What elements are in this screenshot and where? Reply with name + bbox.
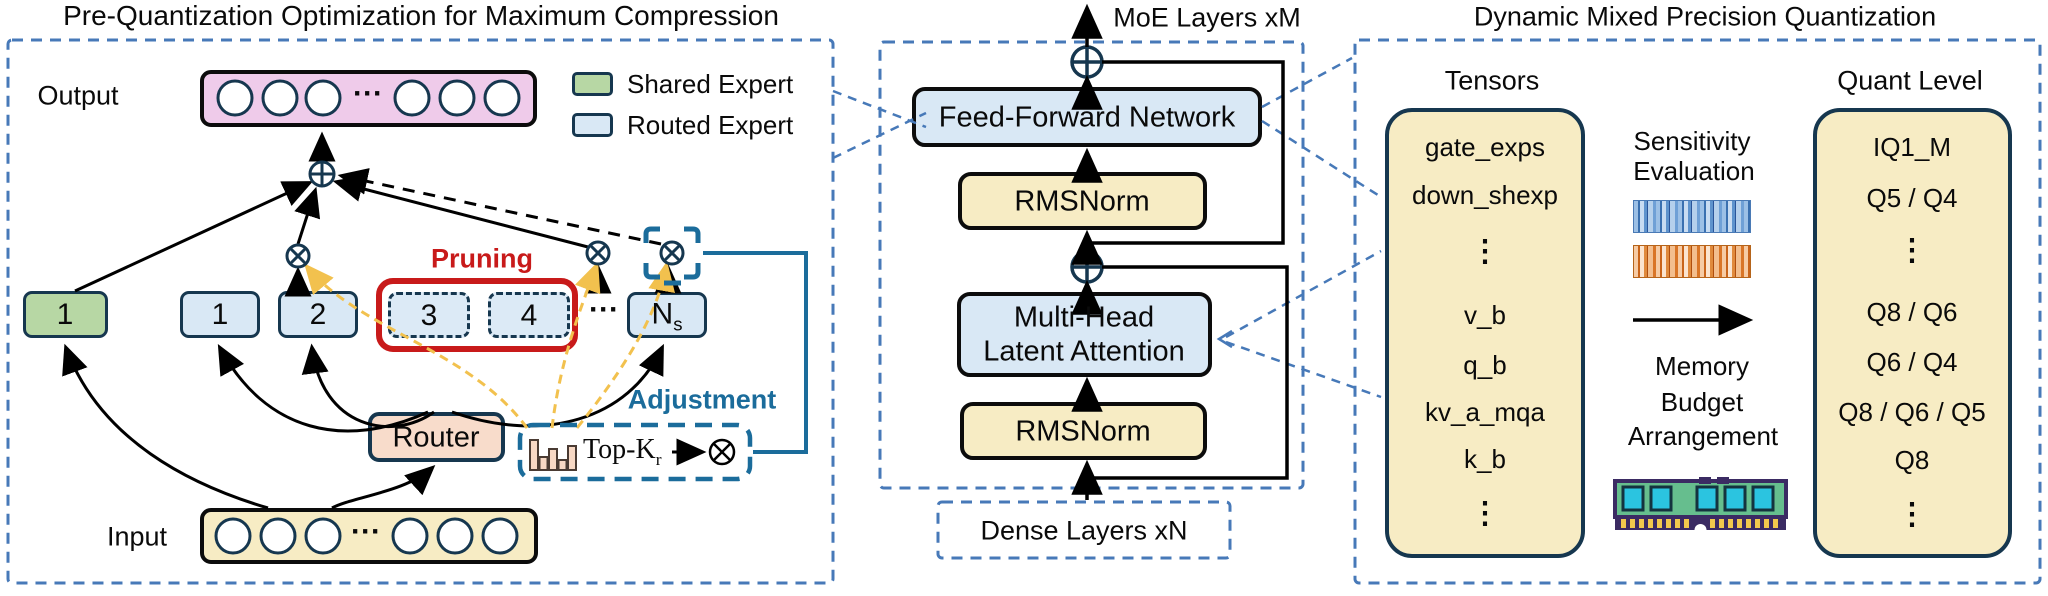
sensitivity-heatmap-orange [1633,245,1751,278]
adjustment-to-multiplier-line [703,251,808,454]
pruned-expert-4-label: 4 [520,298,538,332]
tensors-list-box [1385,108,1585,558]
pruning-label: Pruning [431,243,533,274]
mla-label-line2: Latent Attention [983,335,1185,368]
pruned-expert-dashed-contribution [337,168,662,246]
tensor-item: v_b [1464,300,1506,331]
tensor-item: kv_a_mqa [1425,397,1545,428]
mla-label-line1: Multi-Head [1013,301,1155,334]
legend-swatch-routed-expert [572,113,613,137]
quant-level-item: Q6 / Q4 [1866,347,1958,378]
routed-expert-2-label: 2 [309,297,327,331]
rmsnorm-top-label: RMSNorm [1014,185,1150,218]
ns-subscript: s [673,313,683,335]
tensors-heading: Tensors [1444,65,1540,96]
right-panel-title: Dynamic Mixed Precision Quantization [1473,1,1937,32]
routed-expert-ns-label: Ns [652,297,683,334]
output-neuron-dots: ··· [353,76,383,110]
adjustment-routing [517,226,808,482]
tensor-item-dots: ⋮ [1470,496,1500,530]
sensitivity-label-line1: Sensitivity [1633,126,1751,157]
multiply-nodes [285,240,736,466]
output-label: Output [37,80,119,111]
dense-layers-label: Dense Layers xN [980,515,1188,546]
quant-level-item: Q8 / Q6 [1866,297,1958,328]
pruning-outline-box [376,278,578,352]
ffn-label: Feed-Forward Network [938,101,1236,134]
tensor-item: k_b [1464,444,1506,475]
quant-level-dots: ⋮ [1897,233,1927,267]
topk-base: Top-K [583,434,656,466]
memory-label-line3: Arrangement [1627,421,1779,452]
quant-level-item: Q5 / Q4 [1866,183,1958,214]
sensitivity-heatmap-blue [1633,200,1751,233]
topk-subscript: r [655,449,662,469]
ns-base: N [651,297,674,331]
sensitivity-label-line2: Evaluation [1633,156,1755,187]
tensor-item: q_b [1463,350,1507,381]
selection-brackets [643,226,701,286]
tensor-item: gate_exps [1425,132,1545,163]
shared-expert-1-label: 1 [56,297,74,331]
quant-level-heading: Quant Level [1837,65,1983,96]
routed-expert-1-label: 1 [211,297,229,331]
legend-label-routed-expert: Routed Expert [627,110,794,141]
left-panel-title: Pre-Quantization Optimization for Maximu… [63,0,779,31]
quant-level-item: Q8 [1894,445,1930,476]
rmsnorm-bottom-label: RMSNorm [1015,415,1151,448]
quant-level-list-box [1813,108,2012,558]
legend-swatch-shared-expert [572,72,613,96]
adjustment-label: Adjustment [627,384,777,415]
router-label: Router [392,421,480,454]
memory-label-line2: Budget [1660,387,1744,418]
quant-level-item: Q8 / Q6 / Q5 [1838,397,1986,428]
quant-level-item: IQ1_M [1872,132,1952,163]
pruned-expert-3-label: 3 [420,298,438,332]
quant-level-dots: ⋮ [1897,497,1927,531]
input-label: Input [106,521,168,552]
tensor-item-dots: ⋮ [1470,234,1500,268]
router-logits-histogram-icon [529,439,577,471]
memory-ram-icon [1613,477,1788,536]
middle-panel-title: MoE Layers xM [1113,2,1301,33]
memory-label-line1: Memory [1655,351,1749,382]
legend-label-shared-expert: Shared Expert [627,69,794,100]
topk-label: Top-Kr [583,434,661,470]
tensor-item: down_shexp [1412,180,1558,211]
input-neuron-dots: ··· [351,514,381,548]
expert-row-dots: ··· [589,292,619,326]
